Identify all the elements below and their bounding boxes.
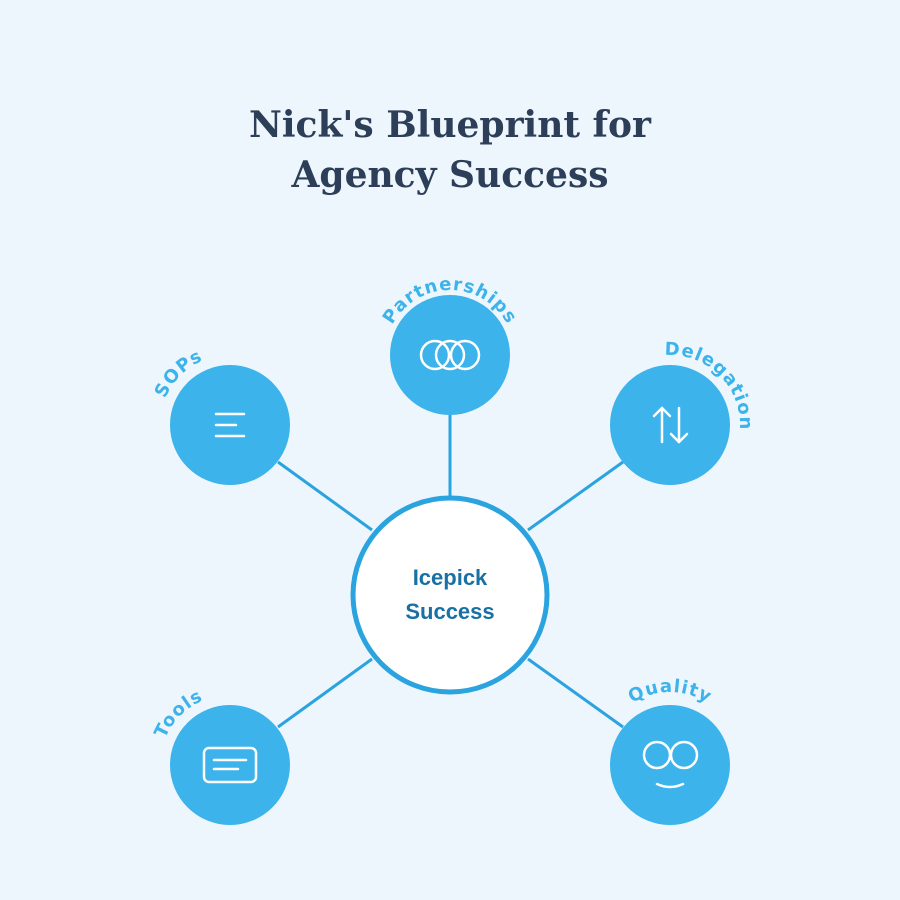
title-line-2: Agency Success <box>291 154 609 196</box>
title-line-1: Nick's Blueprint for <box>248 104 652 146</box>
smile-eyes-icon <box>642 740 699 789</box>
connector-quality <box>527 657 624 729</box>
node-tools: Tools <box>150 685 290 825</box>
hub-line-2: Success <box>405 599 494 624</box>
connectors <box>277 414 624 729</box>
hub-node: Icepick Success <box>350 495 550 695</box>
align-lines-icon <box>214 412 246 438</box>
rings-icon <box>419 339 481 371</box>
connector-tools <box>277 657 373 729</box>
node-delegation: Delegation <box>610 339 755 485</box>
swap-arrows-icon <box>652 406 689 444</box>
hub-line-1: Icepick <box>413 565 488 590</box>
connector-sops <box>277 460 373 532</box>
node-partnerships: Partnerships <box>379 274 520 415</box>
card-icon <box>202 746 258 784</box>
svg-text:Quality: Quality <box>625 676 716 708</box>
node-label-quality: Quality <box>625 676 715 708</box>
diagram-title: Nick's Blueprint for Agency Success <box>0 100 900 200</box>
node-sops: SOPs <box>151 346 290 485</box>
connector-delegation <box>527 460 624 532</box>
node-quality: Quality <box>610 676 730 825</box>
